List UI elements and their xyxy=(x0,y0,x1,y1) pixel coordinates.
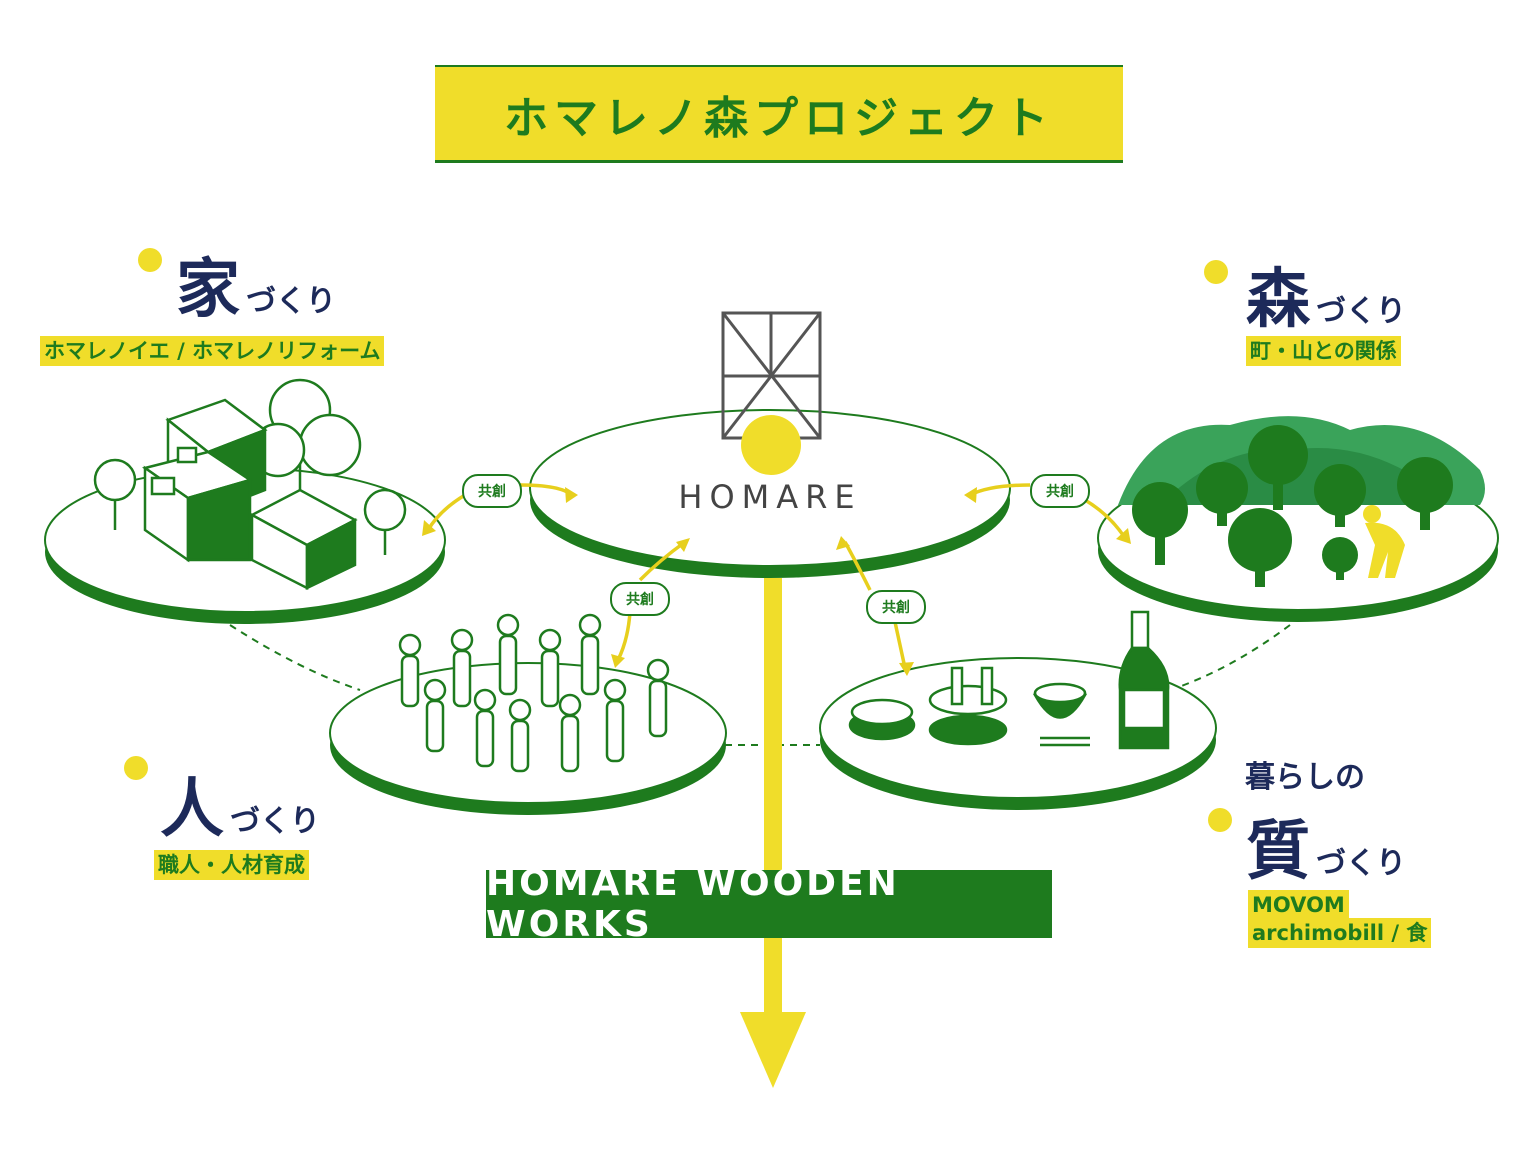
dashed-link-forest-quality xyxy=(1169,624,1291,691)
center-brand-label: HOMARE xyxy=(678,478,862,516)
house-heading: 家づくり xyxy=(176,238,336,330)
quality-heading-prefix: 暮らしの xyxy=(1245,760,1365,795)
forest-heading-suffix: づくり xyxy=(1316,294,1406,329)
bullet-dot xyxy=(1208,808,1232,832)
bullet-dot xyxy=(138,248,162,272)
collab-label: 共創 xyxy=(1046,484,1074,500)
collab-pill-quality: 共創 xyxy=(866,590,926,624)
main-arrow-head xyxy=(740,1012,806,1088)
wooden-works-banner: HOMARE WOODEN WORKS xyxy=(486,863,1052,945)
house-tag: ホマレノイエ / ホマレノリフォーム xyxy=(40,336,385,366)
center-platform xyxy=(529,409,1011,578)
sun-icon xyxy=(741,415,801,475)
forest-heading-main: 森 xyxy=(1246,263,1310,337)
title-banner: ホマレノ森プロジェクト xyxy=(435,65,1123,163)
house-heading-suffix: づくり xyxy=(246,284,336,319)
people-heading-suffix: づくり xyxy=(230,804,320,839)
collab-label: 共創 xyxy=(626,592,654,608)
forest-illustration-icon xyxy=(1118,416,1485,587)
dashed-link-house-people xyxy=(229,624,361,691)
quality-tag-line1: MOVOM xyxy=(1248,890,1349,920)
collab-label: 共創 xyxy=(882,600,910,616)
people-heading-main: 人 xyxy=(160,773,224,847)
collab-pill-people: 共創 xyxy=(610,582,670,616)
quality-heading: 質づくり xyxy=(1246,800,1406,892)
collab-arrowheads xyxy=(422,487,1131,676)
house-illustration-icon xyxy=(93,378,407,591)
wooden-works-label: HOMARE WOODEN WORKS xyxy=(486,863,900,945)
quality-platform xyxy=(819,657,1217,810)
quality-tag-line2: archimobill / 食 xyxy=(1248,918,1432,948)
quality-heading-main: 質 xyxy=(1246,815,1310,889)
bullet-dot xyxy=(124,756,148,780)
house-heading-main: 家 xyxy=(176,253,240,327)
forest-tag: 町・山との関係 xyxy=(1246,336,1401,366)
people-tag: 職人・人材育成 xyxy=(154,850,309,880)
bullet-dot xyxy=(1204,260,1228,284)
quality-heading-suffix: づくり xyxy=(1316,846,1406,881)
collab-pill-forest: 共創 xyxy=(1030,474,1090,508)
tableware-illustration-icon xyxy=(848,610,1170,750)
main-arrow-shaft-top xyxy=(764,578,782,873)
page-title: ホマレノ森プロジェクト xyxy=(504,92,1054,144)
main-arrow-shaft-bottom xyxy=(764,938,782,1018)
forest-heading: 森づくり xyxy=(1246,248,1406,340)
people-heading: 人づくり xyxy=(160,758,320,850)
collab-pill-house: 共創 xyxy=(462,474,522,508)
people-illustration-icon xyxy=(398,613,670,773)
collab-label: 共創 xyxy=(478,484,506,500)
